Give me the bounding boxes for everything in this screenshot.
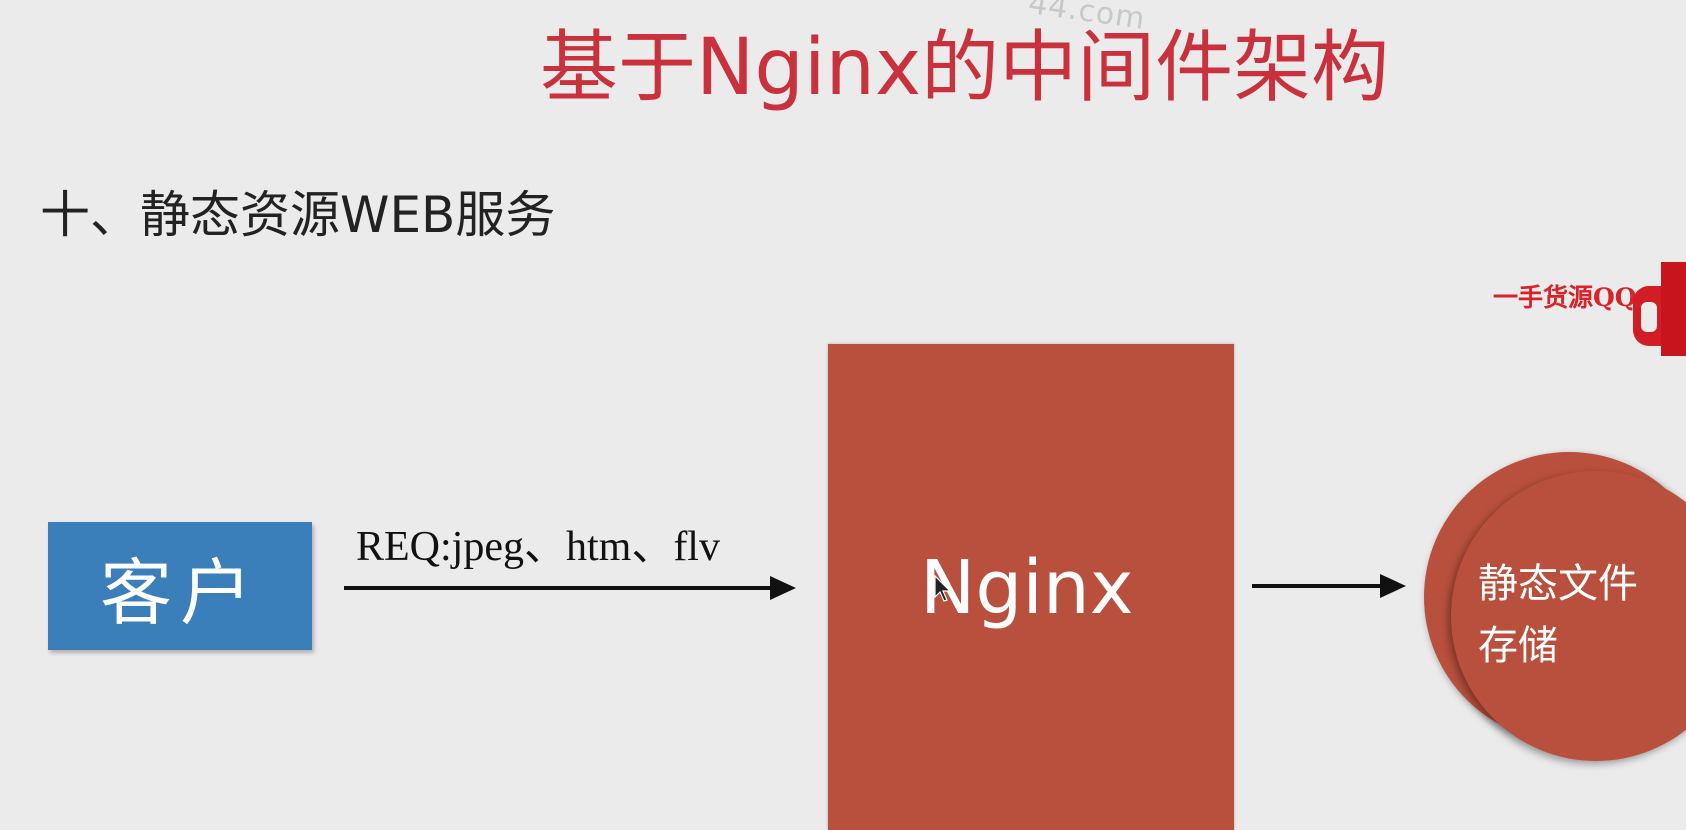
nginx-server-node — [828, 344, 1234, 830]
section-heading: 十、静态资源WEB服务 — [40, 186, 556, 244]
storage-arrow — [1252, 574, 1406, 598]
storage-label: 静态文件 存储 — [1478, 553, 1678, 677]
request-label: REQ:jpeg、htm、flv — [356, 524, 720, 570]
slide-title: 基于Nginx的中间件架构 — [540, 23, 1390, 113]
client-label: 客户 — [99, 550, 260, 635]
corner-logo-mark — [1629, 262, 1686, 356]
corner-watermark-text: 一手货源QQ — [1493, 283, 1637, 312]
mouse-cursor-icon — [934, 575, 952, 602]
storage-node — [1451, 471, 1686, 761]
storage-label-line1: 静态文件 — [1478, 561, 1638, 607]
client-node: 客户 — [48, 522, 312, 650]
request-arrow — [344, 576, 796, 600]
nginx-label: Nginx — [920, 545, 1134, 631]
storage-label-line2: 存储 — [1478, 623, 1558, 669]
